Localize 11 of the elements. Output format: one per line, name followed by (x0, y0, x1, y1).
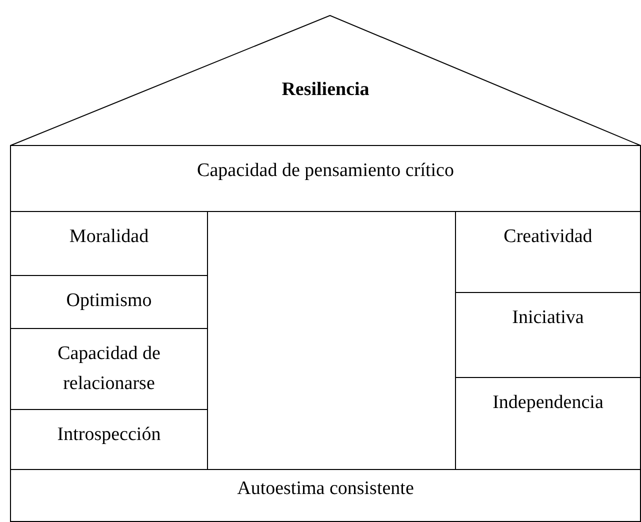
trait-label: Introspección (56, 423, 162, 447)
trait-label: Moralidad (68, 225, 150, 249)
trait-label: Autoestima consistente (236, 477, 415, 501)
trait-label: Capacidad de relacionarse (56, 342, 162, 396)
trait-label: Creatividad (502, 225, 594, 249)
trait-label: Optimismo (65, 289, 153, 313)
trait-label: Iniciativa (511, 306, 585, 330)
roof-triangle (10, 15, 641, 146)
title-label: Resiliencia (280, 79, 370, 101)
trait-label: Capacidad de pensamiento crítico (196, 159, 455, 183)
trait-label: Independencia (492, 391, 604, 415)
